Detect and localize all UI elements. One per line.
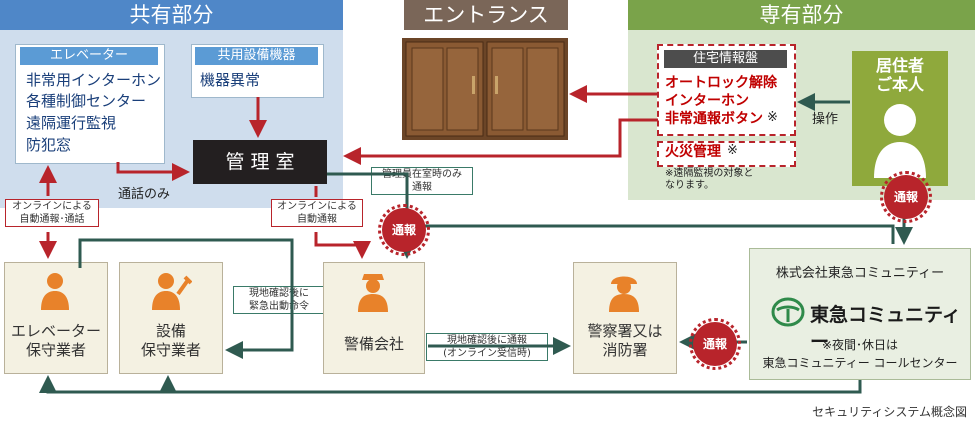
housing-panel-title: 住宅情報盤 bbox=[664, 50, 787, 68]
equipment-title: 共用設備機器 bbox=[195, 47, 318, 65]
report-bubble-3: 通報 bbox=[689, 318, 741, 370]
security-guard-icon bbox=[356, 272, 390, 312]
operation-label: 操作 bbox=[812, 112, 839, 127]
management-office-label: 管 理 室 bbox=[225, 151, 295, 173]
panel-item-autolock: オートロック解除 bbox=[665, 75, 777, 91]
elevator-auto-tag: オンラインによる 自動通報･通話 bbox=[5, 199, 99, 227]
fire-box bbox=[657, 141, 796, 167]
company-note-2: 東急コミュニティー コールセンター bbox=[762, 356, 958, 370]
remote-monitor-note: ※遠隔監視の対象と なります。 bbox=[665, 168, 754, 191]
resident-label: 居住者 ご本人 bbox=[875, 56, 924, 94]
report-bubble-2: 通報 bbox=[378, 204, 430, 256]
panel-item-emergency: 非常通報ボタン bbox=[665, 111, 763, 127]
office-auto-tag: オンラインによる 自動通報 bbox=[271, 199, 363, 227]
company-note-1: ※夜間･休日は bbox=[821, 338, 899, 352]
fire-label: 火災管理 bbox=[665, 144, 721, 160]
private-area-header: 専有部分 bbox=[628, 0, 975, 30]
report-bubble-1: 通報 bbox=[880, 171, 932, 223]
elevator-title: エレベーター bbox=[20, 47, 158, 65]
elevator-maint-person-icon bbox=[40, 272, 70, 310]
call-only-label: 通話のみ bbox=[118, 187, 171, 202]
entrance-door-illustration bbox=[402, 38, 568, 140]
panel-item-mark: ※ bbox=[767, 110, 778, 125]
elevator-item-window: 防犯窓 bbox=[26, 136, 72, 154]
diagram-caption: セキュリティシステム概念図 bbox=[812, 405, 967, 419]
company-box bbox=[749, 248, 971, 380]
elevator-maintenance-label: エレベーター 保守業者 bbox=[10, 322, 101, 359]
panel-item-intercom: インターホン bbox=[665, 93, 749, 109]
elevator-item-intercom: 非常用インターホン bbox=[26, 71, 162, 89]
management-office-box bbox=[193, 140, 327, 184]
elevator-item-control: 各種制御センター bbox=[26, 92, 147, 110]
equipment-item-error: 機器異常 bbox=[200, 71, 261, 89]
police-fire-label: 警察署又は 消防署 bbox=[587, 322, 663, 359]
equipment-maintenance-label: 設備 保守業者 bbox=[140, 322, 201, 359]
company-name: 株式会社東急コミュニティー bbox=[775, 266, 945, 281]
company-logo-icon bbox=[771, 297, 805, 327]
manager-present-tag: 管理員在室時のみ 通報 bbox=[371, 167, 473, 195]
elevator-item-remote: 遠隔運行監視 bbox=[26, 114, 117, 132]
shared-area-header: 共有部分 bbox=[0, 0, 343, 30]
resident-person-icon bbox=[870, 100, 930, 180]
firefighter-icon bbox=[607, 272, 641, 312]
company-logo-text: 東急コミュニティー bbox=[810, 304, 961, 353]
fire-mark: ※ bbox=[727, 143, 738, 158]
dispatch-order-tag: 現地確認後に 緊急出動命令 bbox=[233, 286, 325, 314]
entrance-header: エントランス bbox=[404, 0, 568, 30]
equipment-maint-person-icon bbox=[152, 272, 193, 310]
security-company-label: 警備会社 bbox=[343, 335, 404, 353]
